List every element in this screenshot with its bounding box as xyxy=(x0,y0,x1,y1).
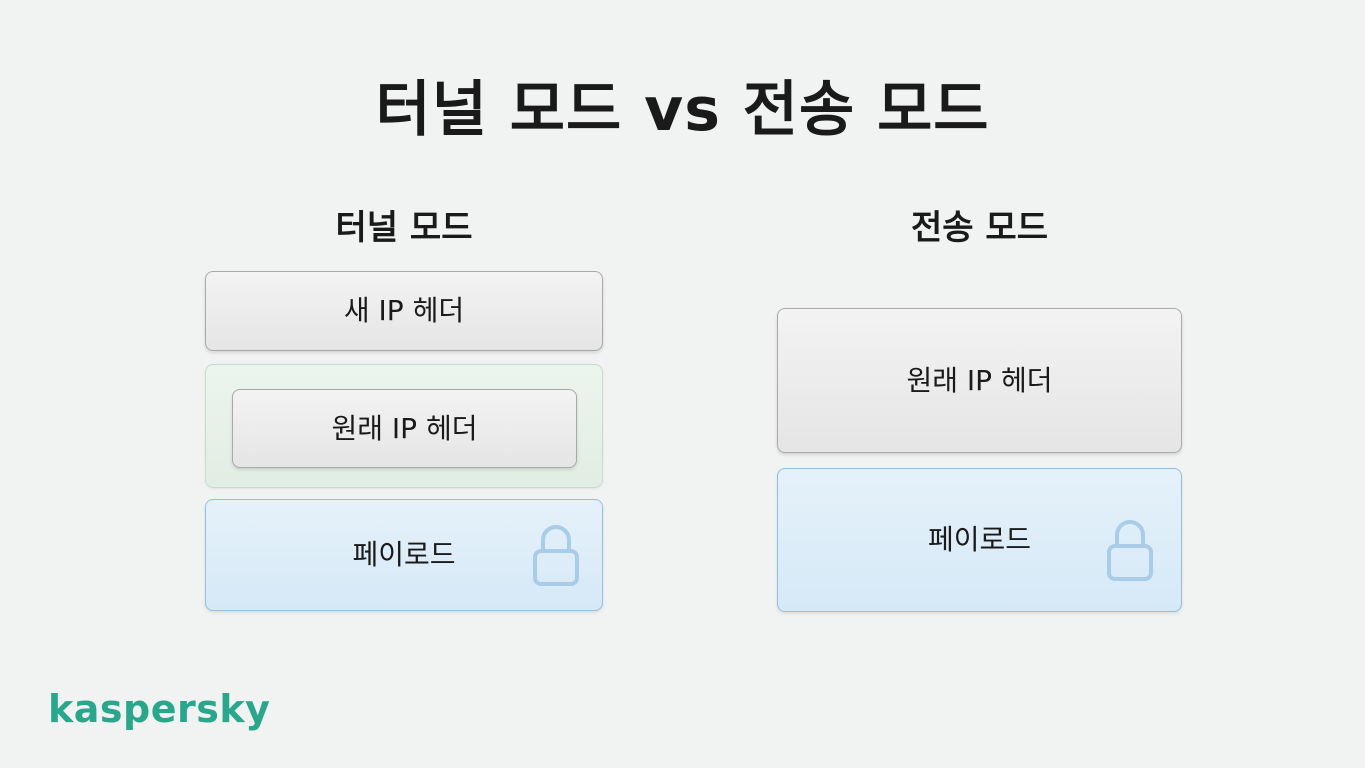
transport-mode-title: 전송 모드 xyxy=(911,208,1048,248)
tunnel-original-ip-header-box: 원래 IP 헤더 xyxy=(232,389,577,468)
transport-payload-box: 페이로드 xyxy=(777,468,1182,612)
tunnel-original-ip-header-label: 원래 IP 헤더 xyxy=(331,411,478,445)
lock-icon xyxy=(1107,520,1153,581)
transport-original-ip-header-box: 원래 IP 헤더 xyxy=(777,308,1182,453)
tunnel-payload-label: 페이로드 xyxy=(352,538,456,571)
transport-original-ip-header-label: 원래 IP 헤더 xyxy=(906,363,1053,397)
kaspersky-logo: kaspersky xyxy=(48,687,271,731)
new-ip-header-label: 새 IP 헤더 xyxy=(343,294,465,327)
lock-icon xyxy=(533,525,579,586)
main-title: 터널 모드 vs 전송 모드 xyxy=(375,75,990,145)
tunnel-mode-title: 터널 모드 xyxy=(335,208,473,248)
new-ip-header-box: 새 IP 헤더 xyxy=(205,271,603,351)
transport-payload-label: 페이로드 xyxy=(927,523,1032,556)
